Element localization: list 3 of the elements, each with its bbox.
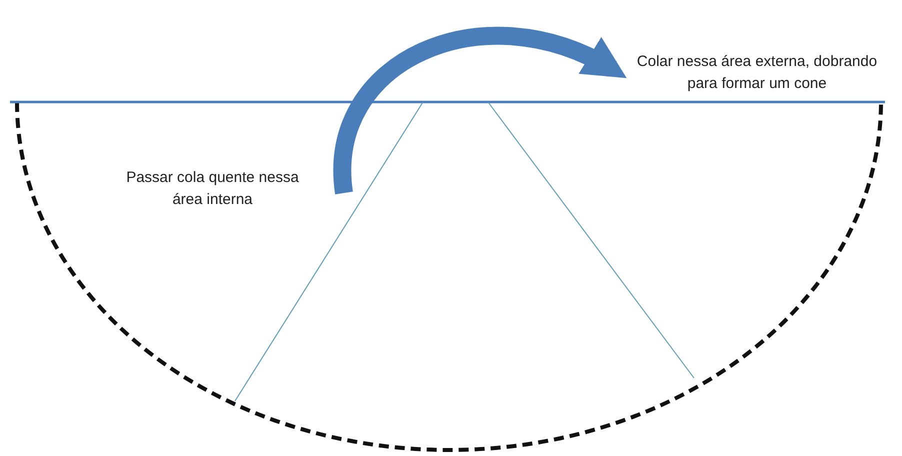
- instruction-text: Passar cola quente nessa área interna: [125, 168, 300, 210]
- instruction-text: Colar nessa área externa, dobrando para formar um cone: [636, 52, 878, 94]
- curved-arrow: [334, 27, 628, 194]
